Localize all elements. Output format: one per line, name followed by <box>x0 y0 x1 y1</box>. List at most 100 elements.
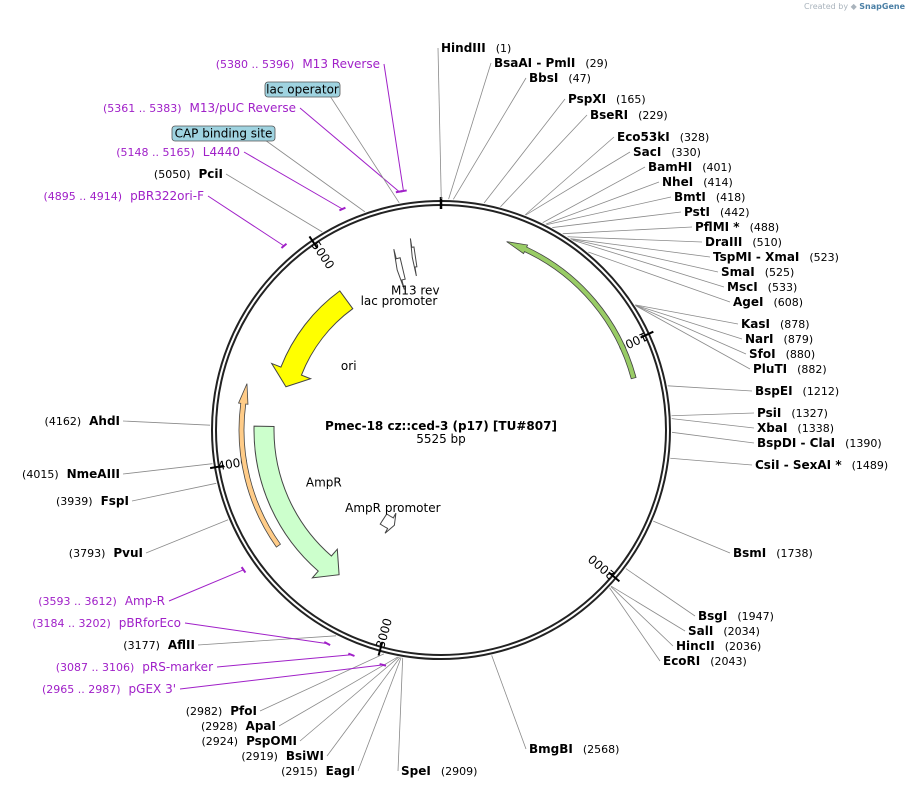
primer-m13-puc-reverse: (5361 .. 5383)M13/pUC Reverse <box>103 101 296 115</box>
tick-5000 <box>308 235 319 249</box>
feature-label-ampr: AmpR <box>306 475 342 489</box>
enzyme-fspi: (3939)FspI <box>56 494 129 508</box>
enzyme-name: FspI <box>101 494 129 508</box>
primer-name: L4440 <box>203 145 240 159</box>
primer-range: (5148 .. 5165) <box>116 146 195 159</box>
enzyme-name: SfoI <box>749 347 776 361</box>
enzyme-pflmi: PflMI *(488) <box>695 220 779 234</box>
primer-mark-amp-r <box>240 566 247 574</box>
enzyme-bsmi: BsmI(1738) <box>733 546 813 560</box>
enzyme-name: BseRI <box>590 108 628 122</box>
leader-aflii <box>197 635 337 646</box>
enzyme-position: (2909) <box>441 765 478 778</box>
leader-pspxi <box>483 98 566 204</box>
leader-bsaai <box>448 62 492 200</box>
boxed-leader-lac-operator <box>329 95 400 204</box>
enzyme-kasi: KasI (878) <box>741 317 810 331</box>
leader-saci <box>525 151 631 216</box>
enzyme-name: KasI <box>741 317 770 331</box>
feature-label-ampr-promoter: AmpR promoter <box>345 501 440 515</box>
enzyme-name: AflII <box>168 638 195 652</box>
leader-bbsi <box>452 77 527 200</box>
enzyme-bseri: BseRI (229) <box>590 108 668 122</box>
feature-ori <box>270 290 354 388</box>
leader-sfoi <box>635 304 747 355</box>
primer-l4440: (5148 .. 5165) L4440 <box>116 145 240 159</box>
enzyme-position: (3177) <box>123 639 160 652</box>
boxed-feature-label-lac-operator: lac operator <box>266 83 339 97</box>
enzyme-ecori: EcoRI(2043) <box>663 654 747 668</box>
primer-range: (5380 .. 5396) <box>216 58 295 71</box>
leader-hindiii <box>437 47 442 200</box>
primer-name: pBR322ori-F <box>130 189 204 203</box>
enzyme-name: Eco53kI <box>617 130 670 144</box>
leader-pspomi <box>299 656 400 742</box>
enzyme-name: PflMI * <box>695 220 740 234</box>
enzyme-position: (414) <box>703 176 733 189</box>
enzyme-position: (533) <box>768 281 798 294</box>
leader-smai <box>570 238 719 273</box>
enzyme-position: (882) <box>797 363 827 376</box>
leader-csii <box>670 457 753 466</box>
primer-leader-l4440 <box>243 151 343 210</box>
enzyme-position: (878) <box>780 318 810 331</box>
feature-lac-promoter <box>393 249 406 290</box>
enzyme-position: (3793) <box>69 547 106 560</box>
enzyme-name: TspMI <box>713 250 752 264</box>
feature-label-ori: ori <box>341 359 357 373</box>
enzyme-nari: NarI(879) <box>745 332 813 346</box>
leader-pfoi <box>259 653 385 712</box>
boxed-feature-label-cap-binding-site: CAP binding site <box>175 127 273 141</box>
primer-prs-marker: (3087 .. 3106)pRS-marker <box>56 660 213 674</box>
enzyme-position: (1327) <box>791 407 828 420</box>
enzyme-position: (1) <box>496 42 512 55</box>
enzyme-position: (4015) <box>22 468 59 481</box>
enzyme-bsgi: BsgI(1947) <box>698 609 774 623</box>
leader-kasi <box>635 304 739 325</box>
enzyme-name: PciI <box>199 167 224 181</box>
enzyme-pspomi: (2924)PspOMI <box>201 734 297 748</box>
enzyme-name: PstI <box>684 205 710 219</box>
enzyme-nhei: NheI(414) <box>662 175 733 189</box>
enzyme-position: (2915) <box>281 765 318 778</box>
primer-leader-pgex-3 <box>179 664 383 690</box>
feature-label-lac-promoter: lac promoter <box>361 294 438 308</box>
enzyme-name: BspEI <box>755 384 793 398</box>
enzyme-name: HincII <box>676 639 715 653</box>
enzyme-bsiwi: (2919)BsiWI <box>241 749 324 763</box>
enzyme-position: (229) <box>638 109 668 122</box>
leader-msci <box>572 239 725 288</box>
enzyme-agei: AgeI(608) <box>733 295 803 309</box>
enzyme-name: PspXI <box>568 92 606 106</box>
leader-bmgbi <box>491 655 527 750</box>
enzyme-msci: MscI(533) <box>727 280 797 294</box>
enzyme-bspei: BspEI(1212) <box>755 384 839 398</box>
enzyme-hindiii: HindIII(1) <box>441 41 511 55</box>
enzyme-name: ApaI <box>246 719 276 733</box>
enzyme-psii: PsiI(1327) <box>757 406 828 420</box>
primer-mark-pbr322ori-f <box>280 242 288 249</box>
outer-feature-0 <box>506 241 637 380</box>
enzyme-position: (442) <box>720 206 750 219</box>
enzyme-name: NarI <box>745 332 774 346</box>
feature-label-m13-rev: M13 rev <box>391 283 440 297</box>
leader-spei <box>397 657 404 772</box>
primer-leader-pbr322ori-f <box>207 195 285 247</box>
enzyme-name: SpeI <box>401 764 431 778</box>
boxed-feature-lac-operator <box>264 81 341 98</box>
boxed-feature-cap-binding-site <box>171 125 276 142</box>
primer-name: M13 Reverse <box>302 57 380 71</box>
enzyme-name: SacI <box>633 145 661 159</box>
enzyme-bmti: BmtI(418) <box>674 190 745 204</box>
feature-ampr <box>253 425 340 579</box>
leader-eagi <box>357 657 402 772</box>
leader-xbai <box>671 418 755 429</box>
leader-pcii <box>225 173 323 233</box>
snapgene-branding: Created by ◆ SnapGene <box>804 2 905 11</box>
leader-fspi <box>131 482 217 502</box>
enzyme-position: (1338) <box>797 422 834 435</box>
outer-feature-1 <box>237 383 282 548</box>
primer-range: (4895 .. 4914) <box>44 190 123 203</box>
